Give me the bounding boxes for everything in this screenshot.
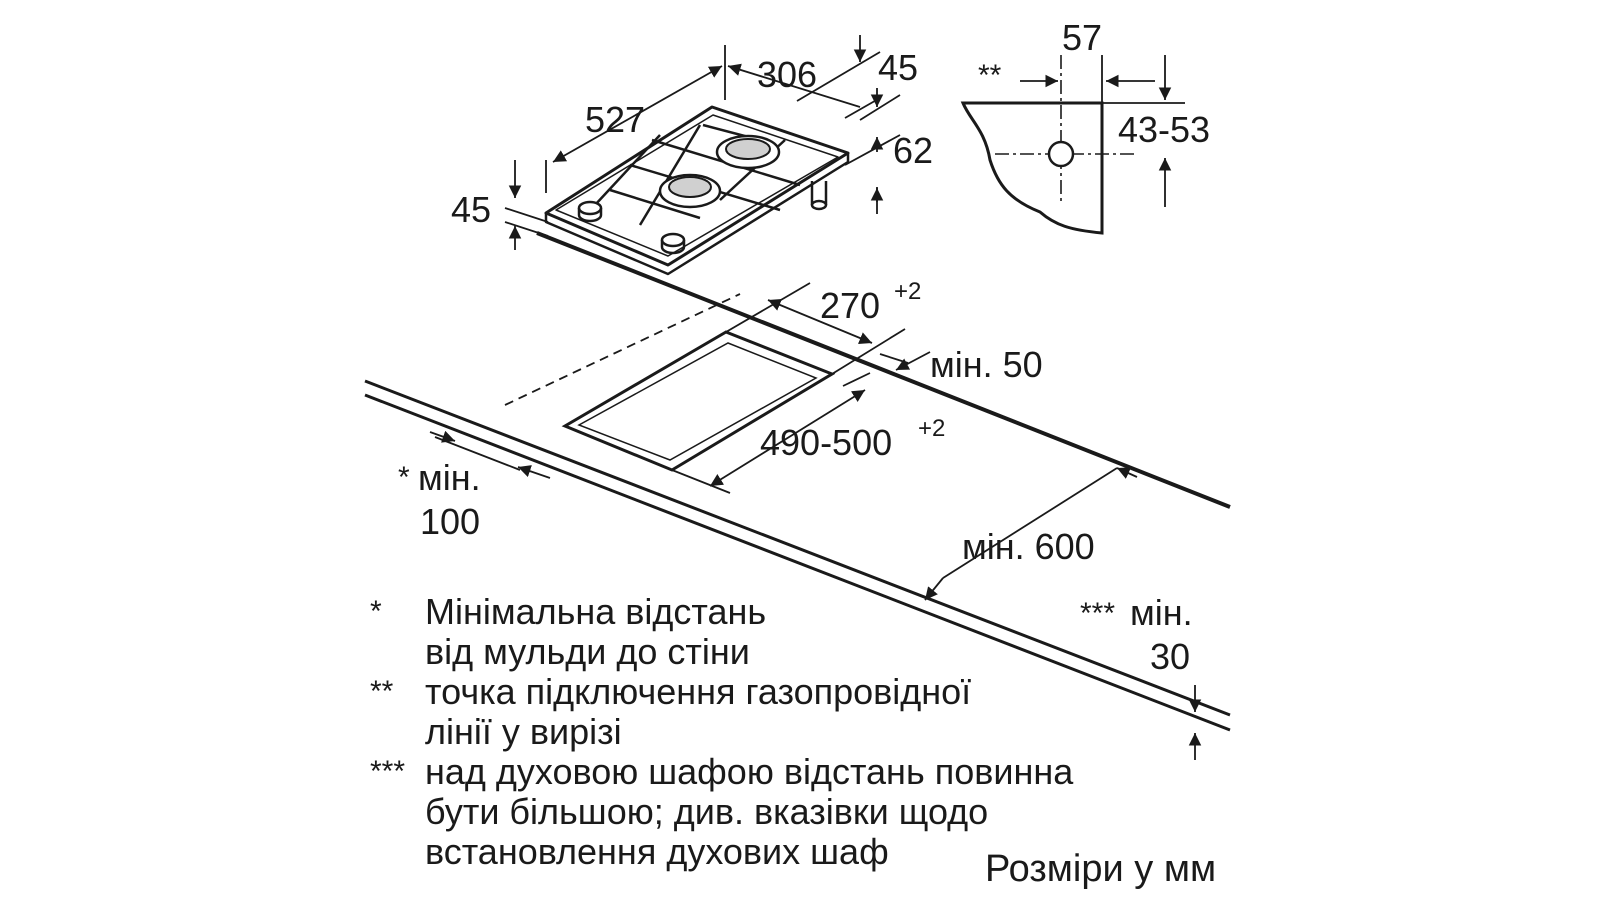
worktop-wall-line	[504, 293, 741, 406]
hob-front-edge	[544, 153, 850, 276]
control-knob-left	[577, 200, 603, 223]
hob-inner-frame	[555, 114, 839, 257]
dim-hob-depth: 527	[585, 99, 645, 140]
worktop-back-edge	[536, 231, 1231, 509]
dim-gas-height: 43-53	[1118, 109, 1210, 150]
worktop-dimensions	[429, 282, 1202, 760]
oven-distance-marker: ***	[1080, 597, 1115, 630]
footnote-mark: **	[370, 675, 394, 708]
footnotes: * Мінімальна відстань від мульди до стін…	[370, 592, 1073, 872]
worktop-cutout-inner	[577, 342, 818, 461]
dim-back-min: мін. 50	[930, 344, 1043, 385]
footnote-mark: *	[370, 595, 382, 628]
gas-connector	[810, 181, 828, 211]
gas-connection-detail	[960, 55, 1185, 235]
dim-hob-front-height: 45	[451, 189, 491, 230]
footnote-line: бути більшою; див. вказівки щодо	[425, 791, 989, 832]
footnote-line: встановлення духових шаф	[425, 831, 889, 872]
dim-cutout-depth-tolerance: +2	[918, 415, 945, 442]
burner-rear	[715, 134, 781, 170]
footnote-triple-star: *** над духовою шафою відстань повинна б…	[370, 752, 1073, 872]
dim-oven-min-value: 30	[1150, 636, 1190, 677]
footnote-line: точка підключення газопровідної	[425, 671, 972, 712]
burner-front	[658, 173, 722, 209]
dim-gas-offset: 57	[1062, 17, 1102, 58]
dim-side-min-value: 100	[420, 501, 480, 542]
gas-port-circle	[1047, 140, 1075, 168]
dim-cutout-depth: 490-500	[760, 422, 892, 463]
dim-hob-width: 306	[757, 54, 817, 95]
dim-cutout-width: 270	[820, 285, 880, 326]
worktop-front-edge-bottom	[364, 393, 1231, 732]
dim-side-min-label: мін.	[418, 457, 481, 498]
hob-dimensions	[504, 35, 901, 250]
units-label: Розміри у мм	[985, 848, 1217, 890]
detail-body	[960, 101, 1104, 235]
worktop-front-edge-top	[364, 379, 1231, 717]
footnote-double-star: ** точка підключення газопровідної лінії…	[370, 672, 1073, 752]
dim-hob-top-height: 45	[878, 47, 918, 88]
gas-point-marker: **	[978, 59, 1002, 92]
dim-oven-min-label: мін.	[1130, 592, 1193, 633]
side-distance-marker: *	[398, 461, 410, 494]
dim-worktop-min: мін. 600	[962, 526, 1095, 567]
footnote-line: від мульди до стіни	[425, 631, 750, 672]
control-knob-right	[660, 232, 686, 255]
footnote-single-star: * Мінімальна відстань від мульди до стін…	[370, 592, 1073, 672]
dim-cutout-width-tolerance: +2	[894, 278, 921, 305]
footnote-mark: ***	[370, 755, 406, 788]
footnote-line: Мінімальна відстань	[425, 591, 767, 632]
dim-hob-body-height: 62	[893, 130, 933, 171]
footnote-line: над духовою шафою відстань повинна	[425, 751, 1074, 792]
footnote-line: лінії у вирізі	[425, 711, 622, 752]
